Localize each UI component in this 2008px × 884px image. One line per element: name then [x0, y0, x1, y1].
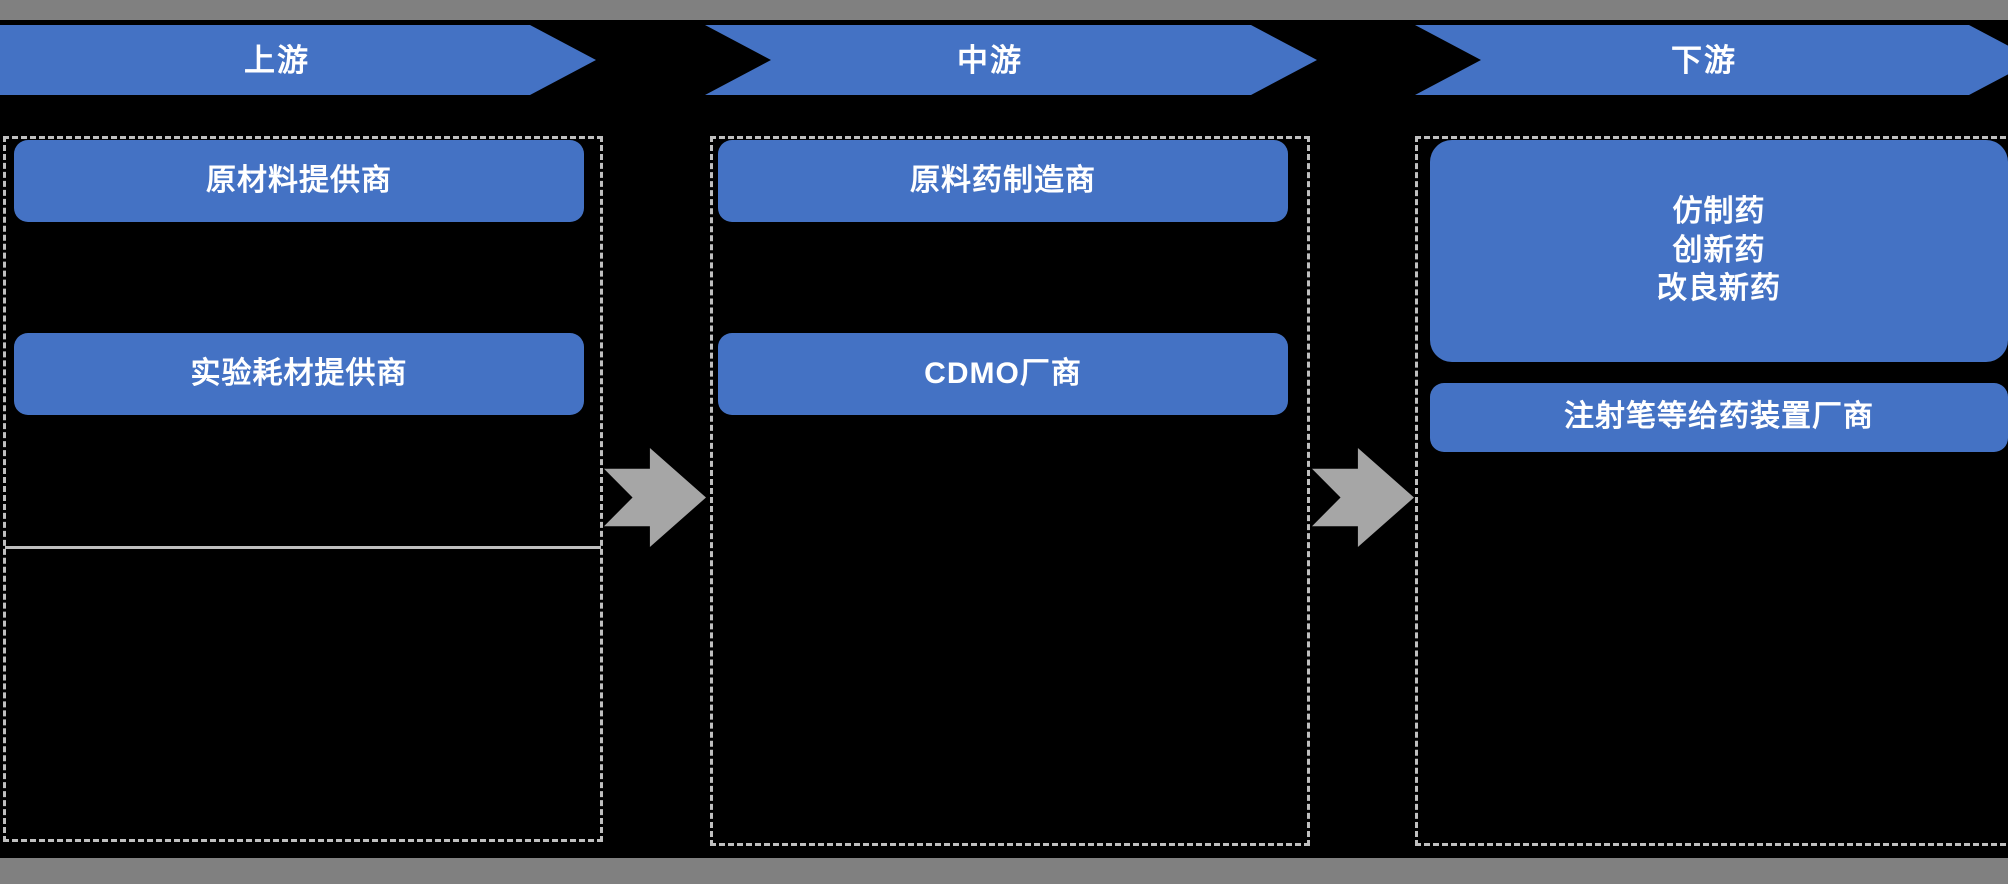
bottom-rail [0, 858, 2008, 884]
node-api-manufacturer-label: 原料药制造商 [910, 163, 1096, 197]
node-lab-consumables-supplier[interactable]: 实验耗材提供商 [14, 333, 584, 415]
tier-header-upstream-label: 上游 [244, 42, 310, 78]
node-raw-material-supplier-label: 原材料提供商 [206, 163, 392, 197]
node-injection-device-manufacturer[interactable]: 注射笔等给药装置厂商 [1430, 383, 2008, 452]
tier-column-midstream [710, 136, 1310, 846]
tier-header-midstream-label: 中游 [957, 42, 1023, 78]
tier-header-upstream[interactable]: 上游 [0, 25, 596, 95]
node-drug-types-line-3: 改良新药 [1657, 272, 1781, 306]
tier-column-upstream [3, 136, 603, 842]
upstream-section-divider [5, 546, 601, 549]
tier-column-downstream [1415, 136, 2008, 846]
node-drug-types-line-2: 创新药 [1672, 233, 1766, 267]
node-cdmo-manufacturer[interactable]: CDMO厂商 [718, 333, 1288, 415]
node-drug-types-line-1: 仿制药 [1672, 195, 1766, 229]
node-api-manufacturer[interactable]: 原料药制造商 [718, 140, 1288, 222]
node-cdmo-manufacturer-label: CDMO厂商 [924, 356, 1082, 390]
node-lab-consumables-supplier-label: 实验耗材提供商 [190, 356, 408, 390]
right-arrow-icon-upstream-to-midstream [604, 448, 706, 547]
top-rail [0, 0, 2008, 20]
tier-header-downstream[interactable]: 下游 [1415, 25, 2008, 95]
right-arrow-icon-midstream-to-downstream [1312, 448, 1414, 547]
node-injection-device-manufacturer-label: 注射笔等给药装置厂商 [1564, 400, 1874, 434]
tier-header-downstream-label: 下游 [1671, 42, 1737, 78]
tier-header-midstream[interactable]: 中游 [705, 25, 1317, 95]
node-raw-material-supplier[interactable]: 原材料提供商 [14, 140, 584, 222]
node-drug-types[interactable]: 仿制药 创新药 改良新药 [1430, 140, 2008, 362]
